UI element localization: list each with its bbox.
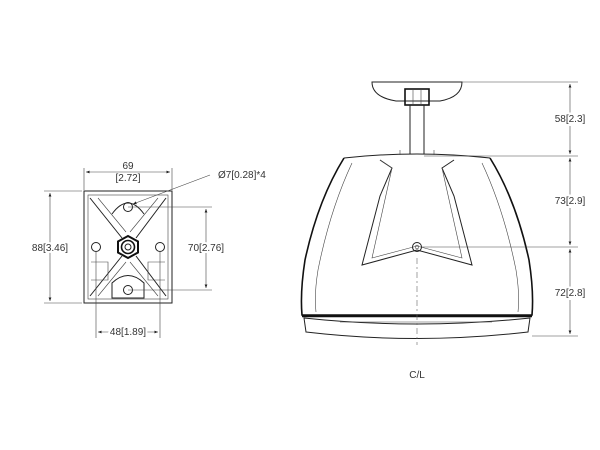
hole-diameter-label: Ø7[0.28]*4 [218,170,266,181]
width-mm-label: 69 [122,161,134,172]
dim-middle-label: 73[2.9] [555,196,586,207]
bracket-rib [97,261,127,297]
bracket-side-slot [91,261,109,281]
mounting-hole [91,242,101,252]
center-hex-nut [117,234,139,260]
hole-horizontal-label: 48[1.89] [110,327,146,338]
bracket-rib [135,255,167,297]
ceiling-canopy [371,81,463,102]
dim-top-label: 58[2.3] [555,114,586,125]
canopy-nut [404,88,430,106]
speaker-contour [481,162,519,313]
center-bolt [120,239,136,255]
speaker-bottom [303,317,531,339]
width-in-label: [2.72] [115,173,140,184]
bracket-rib [135,197,167,239]
bracket-bottom-slot [111,275,145,299]
bracket-front-view: 69 [2.72] Ø7[0.28]*4 88[3.46] 70[2.76] 4… [30,161,266,340]
dim-bottom-label: 72[2.8] [555,288,586,299]
bracket-plate-inner [87,194,169,300]
bracket-rib [129,261,159,297]
speaker-top-edge [343,153,491,159]
hole-leader-line [132,174,211,205]
bracket-rib [129,197,159,233]
bracket-side-slot [147,261,165,281]
height-label: 88[3.46] [32,243,68,254]
speaker-v-notch-inner [371,167,463,259]
hole-vertical-label: 70[2.76] [188,243,224,254]
speaker-v-notch [361,159,473,266]
bracket-rib [89,255,123,297]
center-bolt-inner [124,243,132,251]
speaker-side-view: 58[2.3] 73[2.9] 72[2.8] C/L [300,81,588,381]
bracket-plate-outline [83,190,173,304]
center-screw [412,242,422,252]
mounting-hole [155,242,165,252]
speaker-contour [315,162,353,313]
centerline-label: C/L [409,370,425,381]
bracket-top-slot [111,202,145,215]
bracket-rib [89,197,123,239]
bracket-rib [97,197,127,233]
center-screw-inner [414,244,420,250]
